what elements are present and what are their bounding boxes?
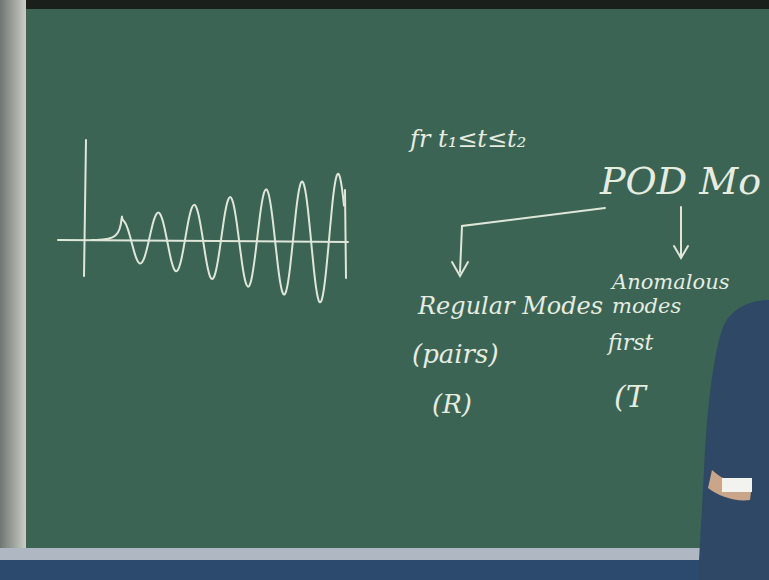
time-range-note: fr t₁≤t≤t₂ [410,126,526,154]
branch-label: Anomalous modes [612,270,724,318]
arrow-head [452,262,468,276]
lecturer [698,300,769,580]
arrow-head [674,246,688,258]
y-axis [84,140,86,276]
branch-label: (T [614,380,646,415]
branch-label: (pairs) [412,340,499,370]
end-mark [345,190,346,278]
heading-label: POD Mo [600,160,761,204]
paper [722,478,752,492]
chalk-tray [0,548,769,580]
signal-wave [92,174,344,302]
top-frame [0,0,769,9]
branch-label: first [608,330,653,355]
chalk-lines [58,140,688,302]
branch-label: (R) [432,390,472,420]
branch-label: Regular Modes [418,293,603,321]
lecturer-hand [708,470,752,500]
lecturer-body [698,300,769,580]
floor-strip [0,560,769,580]
branch-arrow [460,208,605,272]
left-frame [0,0,26,580]
branch-arrow [680,207,682,256]
